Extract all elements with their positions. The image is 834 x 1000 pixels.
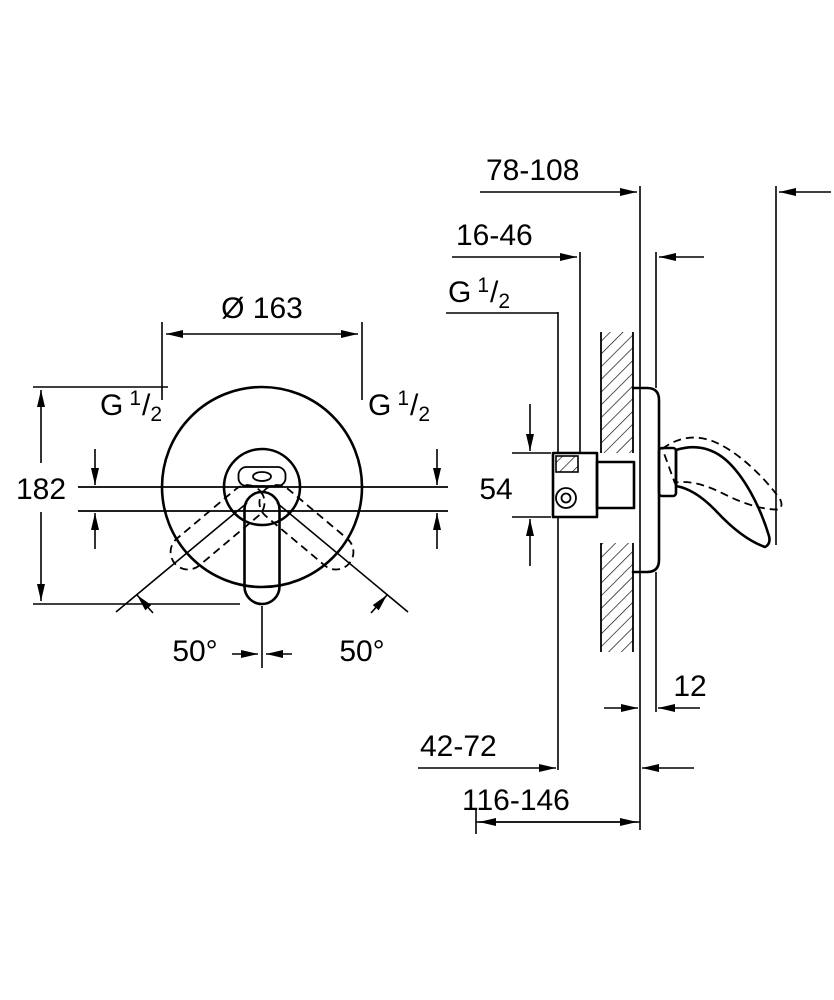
- valve-height-label: 54: [479, 473, 512, 506]
- dim-wall-to-handle: 78-108: [480, 154, 831, 196]
- dim-total-depth: 116-146: [462, 784, 640, 834]
- handle-sleeve-side: [657, 446, 678, 498]
- angle-dimension-left: 50°: [136, 594, 258, 668]
- height-dimension: 182: [16, 386, 240, 605]
- valve-inlet-detail: [555, 455, 579, 473]
- handle-side: [674, 446, 771, 549]
- valve-screw-inner-circle: [560, 492, 572, 504]
- swing-limit-left-line: [115, 502, 248, 613]
- angle-label-right: 50°: [339, 635, 384, 668]
- dim-valve-to-wall: 16-46: [452, 219, 704, 261]
- dim-plate-offset: 12: [604, 670, 707, 712]
- dim-valve-height: 54: [479, 404, 551, 566]
- wall-section-lower: [600, 543, 634, 652]
- diameter-label: Ø 163: [221, 292, 303, 325]
- valve-screw-circle: [555, 487, 577, 509]
- wall-section-upper: [600, 332, 634, 453]
- handle-side-raised-dashed: [661, 436, 783, 511]
- angle-dimension-right: 50°: [266, 594, 388, 668]
- height-label: 182: [16, 473, 66, 506]
- valve-connector: [595, 460, 636, 510]
- angle-label-left: 50°: [172, 635, 217, 668]
- swing-limit-right-line: [276, 502, 409, 613]
- plate-offset-label: 12: [673, 670, 706, 703]
- escutcheon-side: [631, 386, 661, 574]
- dim-pipe-to-wall: 42-72: [418, 730, 694, 772]
- handle-hub: [237, 466, 287, 487]
- wall-to-handle-label: 78-108: [486, 154, 579, 187]
- diameter-dimension: Ø 163: [161, 292, 363, 400]
- pipe-to-wall-label: 42-72: [420, 730, 497, 763]
- total-depth-label: 116-146: [462, 784, 570, 817]
- valve-to-wall-label: 16-46: [456, 219, 533, 252]
- hub-button: [252, 471, 272, 482]
